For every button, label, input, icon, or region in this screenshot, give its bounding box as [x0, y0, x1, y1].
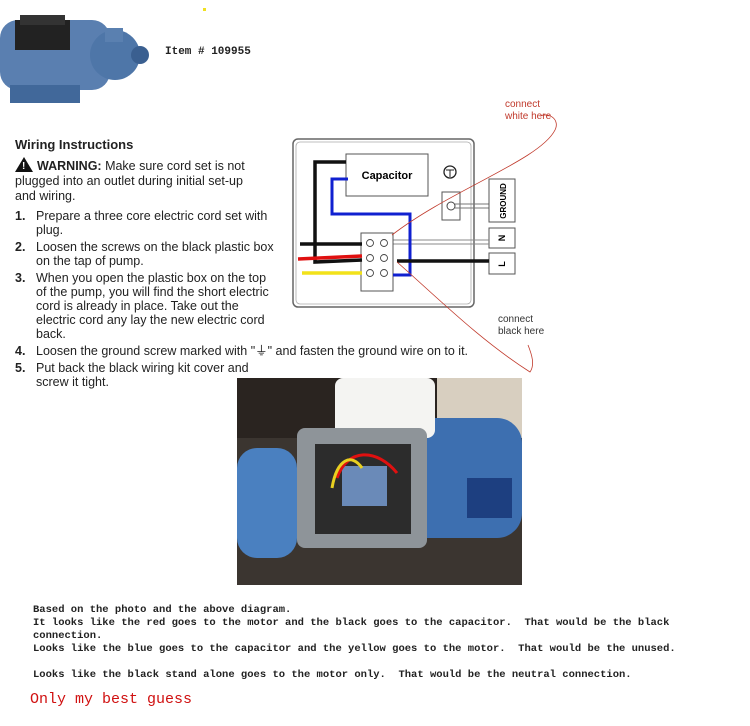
step-text: Prepare a three core electric cord set w…: [36, 209, 268, 237]
warning-label: WARNING:: [37, 159, 102, 173]
step-item: 2. Loosen the screws on the black plastic…: [15, 240, 475, 268]
note-line: connection.: [33, 630, 103, 642]
junction-box: [292, 138, 475, 308]
line-label: L: [497, 261, 507, 267]
step-text: Loosen the ground screw marked with "⏚" …: [36, 344, 469, 358]
item-number: Item # 109955: [165, 46, 251, 58]
note-line: Looks like the blue goes to the capacito…: [33, 643, 676, 655]
note-line: It looks like the red goes to the motor …: [33, 617, 670, 629]
step-item: 4. Loosen the ground screw marked with "⏚…: [15, 344, 475, 358]
step-number: 4.: [15, 344, 26, 358]
annotation-arrow-black: [396, 261, 534, 373]
neutral-label-box: [488, 227, 516, 249]
line-label-box: [488, 252, 516, 275]
ground-label-box: [488, 178, 516, 223]
warning: WARNING: Make sure cord set is not plugg…: [15, 157, 265, 204]
yellow-dot: [203, 8, 206, 11]
note-line: Looks like the black stand alone goes to…: [33, 669, 632, 681]
capacitor-box: [345, 153, 429, 197]
step-number: 3.: [15, 271, 26, 285]
neutral-label: N: [497, 235, 507, 242]
step-text: Put back the black wiring kit cover and …: [36, 361, 249, 389]
ground-symbol-icon: [443, 165, 457, 179]
wiring-photo: [237, 378, 522, 585]
red-wire: [297, 254, 363, 261]
ground-terminal: [441, 191, 461, 221]
step-item: 1. Prepare a three core electric cord set…: [15, 209, 475, 237]
closing-note: Only my best guess: [30, 691, 193, 708]
terminal-block: [360, 232, 394, 292]
capacitor-label: Capacitor: [362, 170, 413, 182]
warning-text: Make sure cord set is not plugged into a…: [15, 159, 245, 203]
notes: Based on the photo and the above diagram…: [33, 604, 676, 682]
blue-wire: [330, 177, 412, 277]
annotation-arrow-white: [391, 114, 557, 236]
step-number: 1.: [15, 209, 26, 223]
note-line: [33, 656, 676, 669]
warning-icon: [15, 157, 33, 174]
annotation-white-2: white here: [504, 111, 552, 122]
step-text: Loosen the screws on the black plastic b…: [36, 240, 274, 268]
step-text: When you open the plastic box on the top…: [36, 271, 269, 341]
step-number: 2.: [15, 240, 26, 254]
note-line: Based on the photo and the above diagram…: [33, 604, 292, 616]
ground-label: GROUND: [499, 183, 508, 219]
annotation-black-1: connect: [498, 314, 533, 325]
pump-image: [0, 15, 149, 103]
step-item: 3. When you open the plastic box on the t…: [15, 271, 475, 341]
steps-list: 1. Prepare a three core electric cord set…: [15, 209, 475, 392]
wiring-diagram: Capacitor GROUND N L connect white here …: [292, 99, 557, 373]
annotation-black-2: black here: [498, 326, 545, 337]
instructions-title: Wiring Instructions: [15, 137, 134, 152]
step-number: 5.: [15, 361, 26, 375]
annotation-white-1: connect: [505, 99, 540, 110]
step-item: 5. Put back the black wiring kit cover an…: [15, 361, 475, 389]
black-capacitor-wire: [313, 160, 363, 264]
